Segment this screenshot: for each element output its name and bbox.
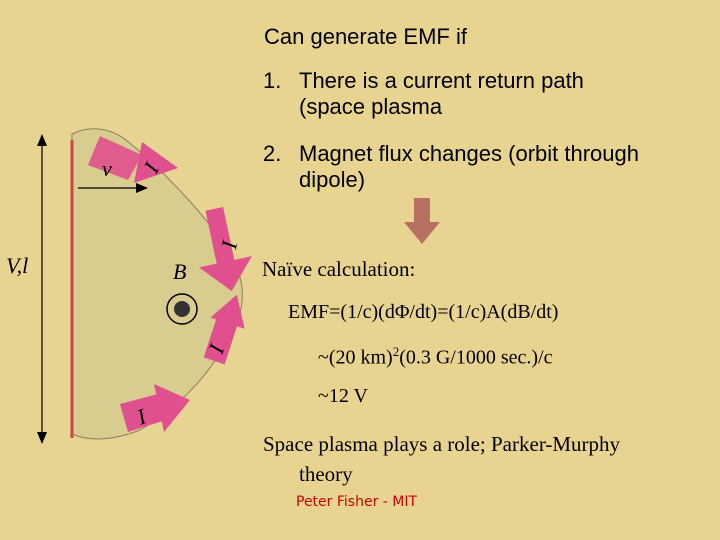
emf-formula: EMF=(1/c)(dΦ/dt)=(1/c)A(dB/dt) bbox=[288, 301, 559, 323]
b-field-label: B bbox=[173, 259, 187, 284]
condition-2-line1: Magnet flux changes (orbit through bbox=[299, 141, 639, 166]
estimate-exponent: 2 bbox=[392, 344, 400, 359]
current-arrow-bottom bbox=[120, 384, 190, 432]
plasma-region bbox=[71, 128, 243, 440]
length-arrow-top-head bbox=[37, 134, 47, 146]
estimate-suffix: (0.3 G/1000 sec.)/c bbox=[399, 346, 553, 369]
condition-1: 1. There is a current return path (space… bbox=[263, 68, 683, 124]
velocity-label: v bbox=[102, 156, 112, 181]
plasma-role-line1: Space plasma plays a role; Parker-Murphy bbox=[263, 432, 621, 456]
b-field-dot-icon bbox=[174, 301, 190, 317]
estimate-prefix: ~(20 km) bbox=[318, 346, 393, 369]
current-arrow-upper-right bbox=[199, 207, 252, 292]
author-credit: Peter Fisher - MIT bbox=[296, 494, 418, 510]
condition-1-line1: There is a current return path bbox=[299, 68, 584, 93]
emf-result: ~12 V bbox=[318, 385, 368, 407]
condition-2-line2: dipole) bbox=[299, 167, 366, 192]
velocity-arrow-head bbox=[136, 183, 148, 193]
tether-voltage-length-label: V,l bbox=[6, 253, 29, 278]
plasma-role-text: Space plasma plays a role; Parker-Murphy… bbox=[263, 429, 703, 489]
current-arrow-top bbox=[88, 136, 178, 183]
condition-2-number: 2. bbox=[263, 141, 282, 166]
condition-2-text: Magnet flux changes (orbit through dipol… bbox=[299, 141, 639, 193]
current-arrow-lower-right bbox=[203, 294, 245, 365]
emf-estimate: ~(20 km)2(0.3 G/1000 sec.)/c bbox=[318, 344, 553, 370]
flux-down-arrow bbox=[404, 198, 440, 244]
condition-2: 2. Magnet flux changes (orbit through di… bbox=[263, 141, 703, 197]
plasma-role-line2: theory bbox=[299, 462, 353, 486]
b-field-circle-icon bbox=[166, 293, 198, 325]
condition-1-line2: (space plasma bbox=[299, 94, 443, 119]
slide-title: Can generate EMF if bbox=[264, 24, 467, 49]
naive-calculation-label: Naïve calculation: bbox=[262, 257, 416, 281]
condition-1-number: 1. bbox=[263, 68, 282, 93]
length-arrow-bottom-head bbox=[37, 432, 47, 444]
condition-1-text: There is a current return path (space pl… bbox=[299, 68, 584, 120]
